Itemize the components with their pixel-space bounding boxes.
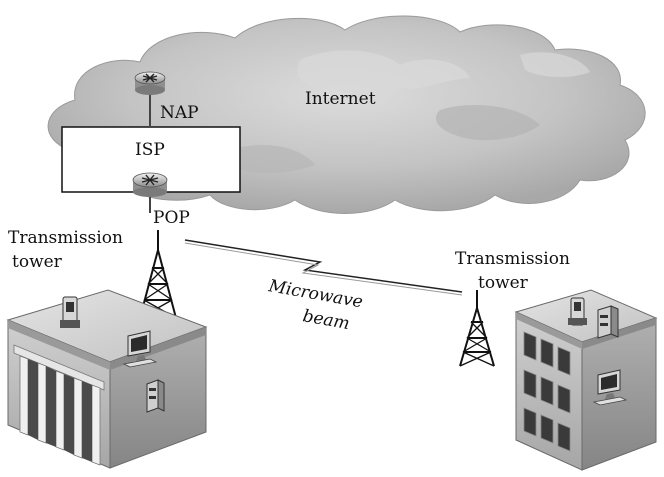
right-transmission-tower-icon (459, 290, 495, 367)
right-computer-icon (592, 369, 628, 406)
microwave-beam (184, 239, 463, 293)
pop-label: POP (153, 208, 190, 228)
microwave-label-line2: beam (301, 306, 351, 334)
right-tower-label-line2: tower (478, 273, 529, 293)
left-computer-icon (122, 330, 158, 368)
nap-router-icon (134, 71, 166, 95)
microwave-label-line1: Microwave (266, 276, 364, 312)
internet-label: Internet (305, 89, 376, 109)
left-tower-label-line2: tower (12, 252, 63, 272)
left-server-icon (146, 379, 165, 413)
microwave-beam-shadow (184, 242, 463, 296)
left-phone-icon (60, 296, 80, 328)
right-phone-icon (568, 297, 587, 326)
left-tower-label-line1: Transmission (8, 228, 123, 248)
isp-label: ISP (135, 140, 165, 160)
right-server-icon (597, 305, 619, 339)
left-building-icon (6, 289, 208, 469)
right-tower-label-line1: Transmission (455, 249, 570, 269)
right-building-icon (514, 289, 658, 471)
pop-router-icon (132, 172, 168, 197)
nap-label: NAP (160, 103, 199, 123)
